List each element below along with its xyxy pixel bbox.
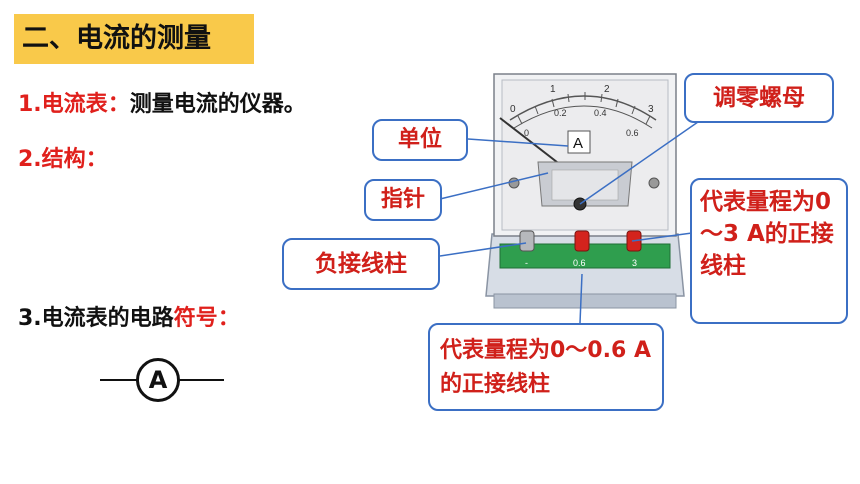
item-1-colon: ： (107, 92, 130, 117)
scale-bottom-0: 0 (524, 128, 529, 138)
scale-top-0: 0 (510, 104, 516, 115)
item-3-prefix: 3.电流表的电路 (18, 306, 174, 331)
item-1-desc: 测量电流的仪器。 (129, 92, 306, 117)
scale-bottom-3: 0.6 (626, 128, 639, 138)
unit-letter: A (573, 135, 583, 152)
scale-bottom-1: 0.2 (554, 108, 567, 118)
scale-top-1: 1 (550, 84, 556, 95)
callout-range-06a: 代表量程为0～0.6 A的正接线柱 (428, 323, 664, 411)
negative-terminal (519, 230, 535, 252)
terminal-0-6 (574, 230, 590, 252)
item-1-term: 电流表 (41, 92, 108, 117)
scale-arc (509, 95, 657, 121)
scale-top-2: 2 (604, 84, 610, 95)
section-title: 二、电流的测量 (14, 14, 254, 64)
item-1: 1.电流表：测量电流的仪器。 (18, 86, 306, 118)
item-2: 2.结构： (18, 147, 108, 172)
callout-zero-nut: 调零螺母 (684, 73, 834, 123)
ammeter-illustration: 0 1 2 3 0 0.2 0.4 0.6 A - 0.6 3 (485, 73, 685, 309)
scale-top-3: 3 (648, 104, 654, 115)
unit-box (567, 130, 591, 154)
callout-neg-terminal: 负接线柱 (282, 238, 440, 290)
symbol-wire-left (100, 379, 138, 381)
item-1-number: 1. (18, 92, 42, 117)
item-3: 3.电流表的电路符号： (18, 300, 240, 332)
item-3-highlight: 符号 (173, 306, 218, 331)
terminal-label-06: 0.6 (573, 258, 586, 268)
meter-base-front (493, 293, 677, 309)
callout-range-3a: 代表量程为0～3 A的正接线柱 (690, 178, 848, 324)
symbol-wire-right (178, 379, 224, 381)
callout-unit: 单位 (372, 119, 468, 161)
scale-ticks (517, 92, 651, 125)
scale-bottom-2: 0.4 (594, 108, 607, 118)
terminal-label-neg: - (525, 258, 528, 268)
terminal-label-3: 3 (632, 258, 637, 268)
item-3-colon: ： (217, 306, 240, 331)
callout-pointer: 指针 (364, 179, 442, 221)
screw-right (648, 177, 660, 189)
scale-arc-inner (513, 105, 653, 129)
